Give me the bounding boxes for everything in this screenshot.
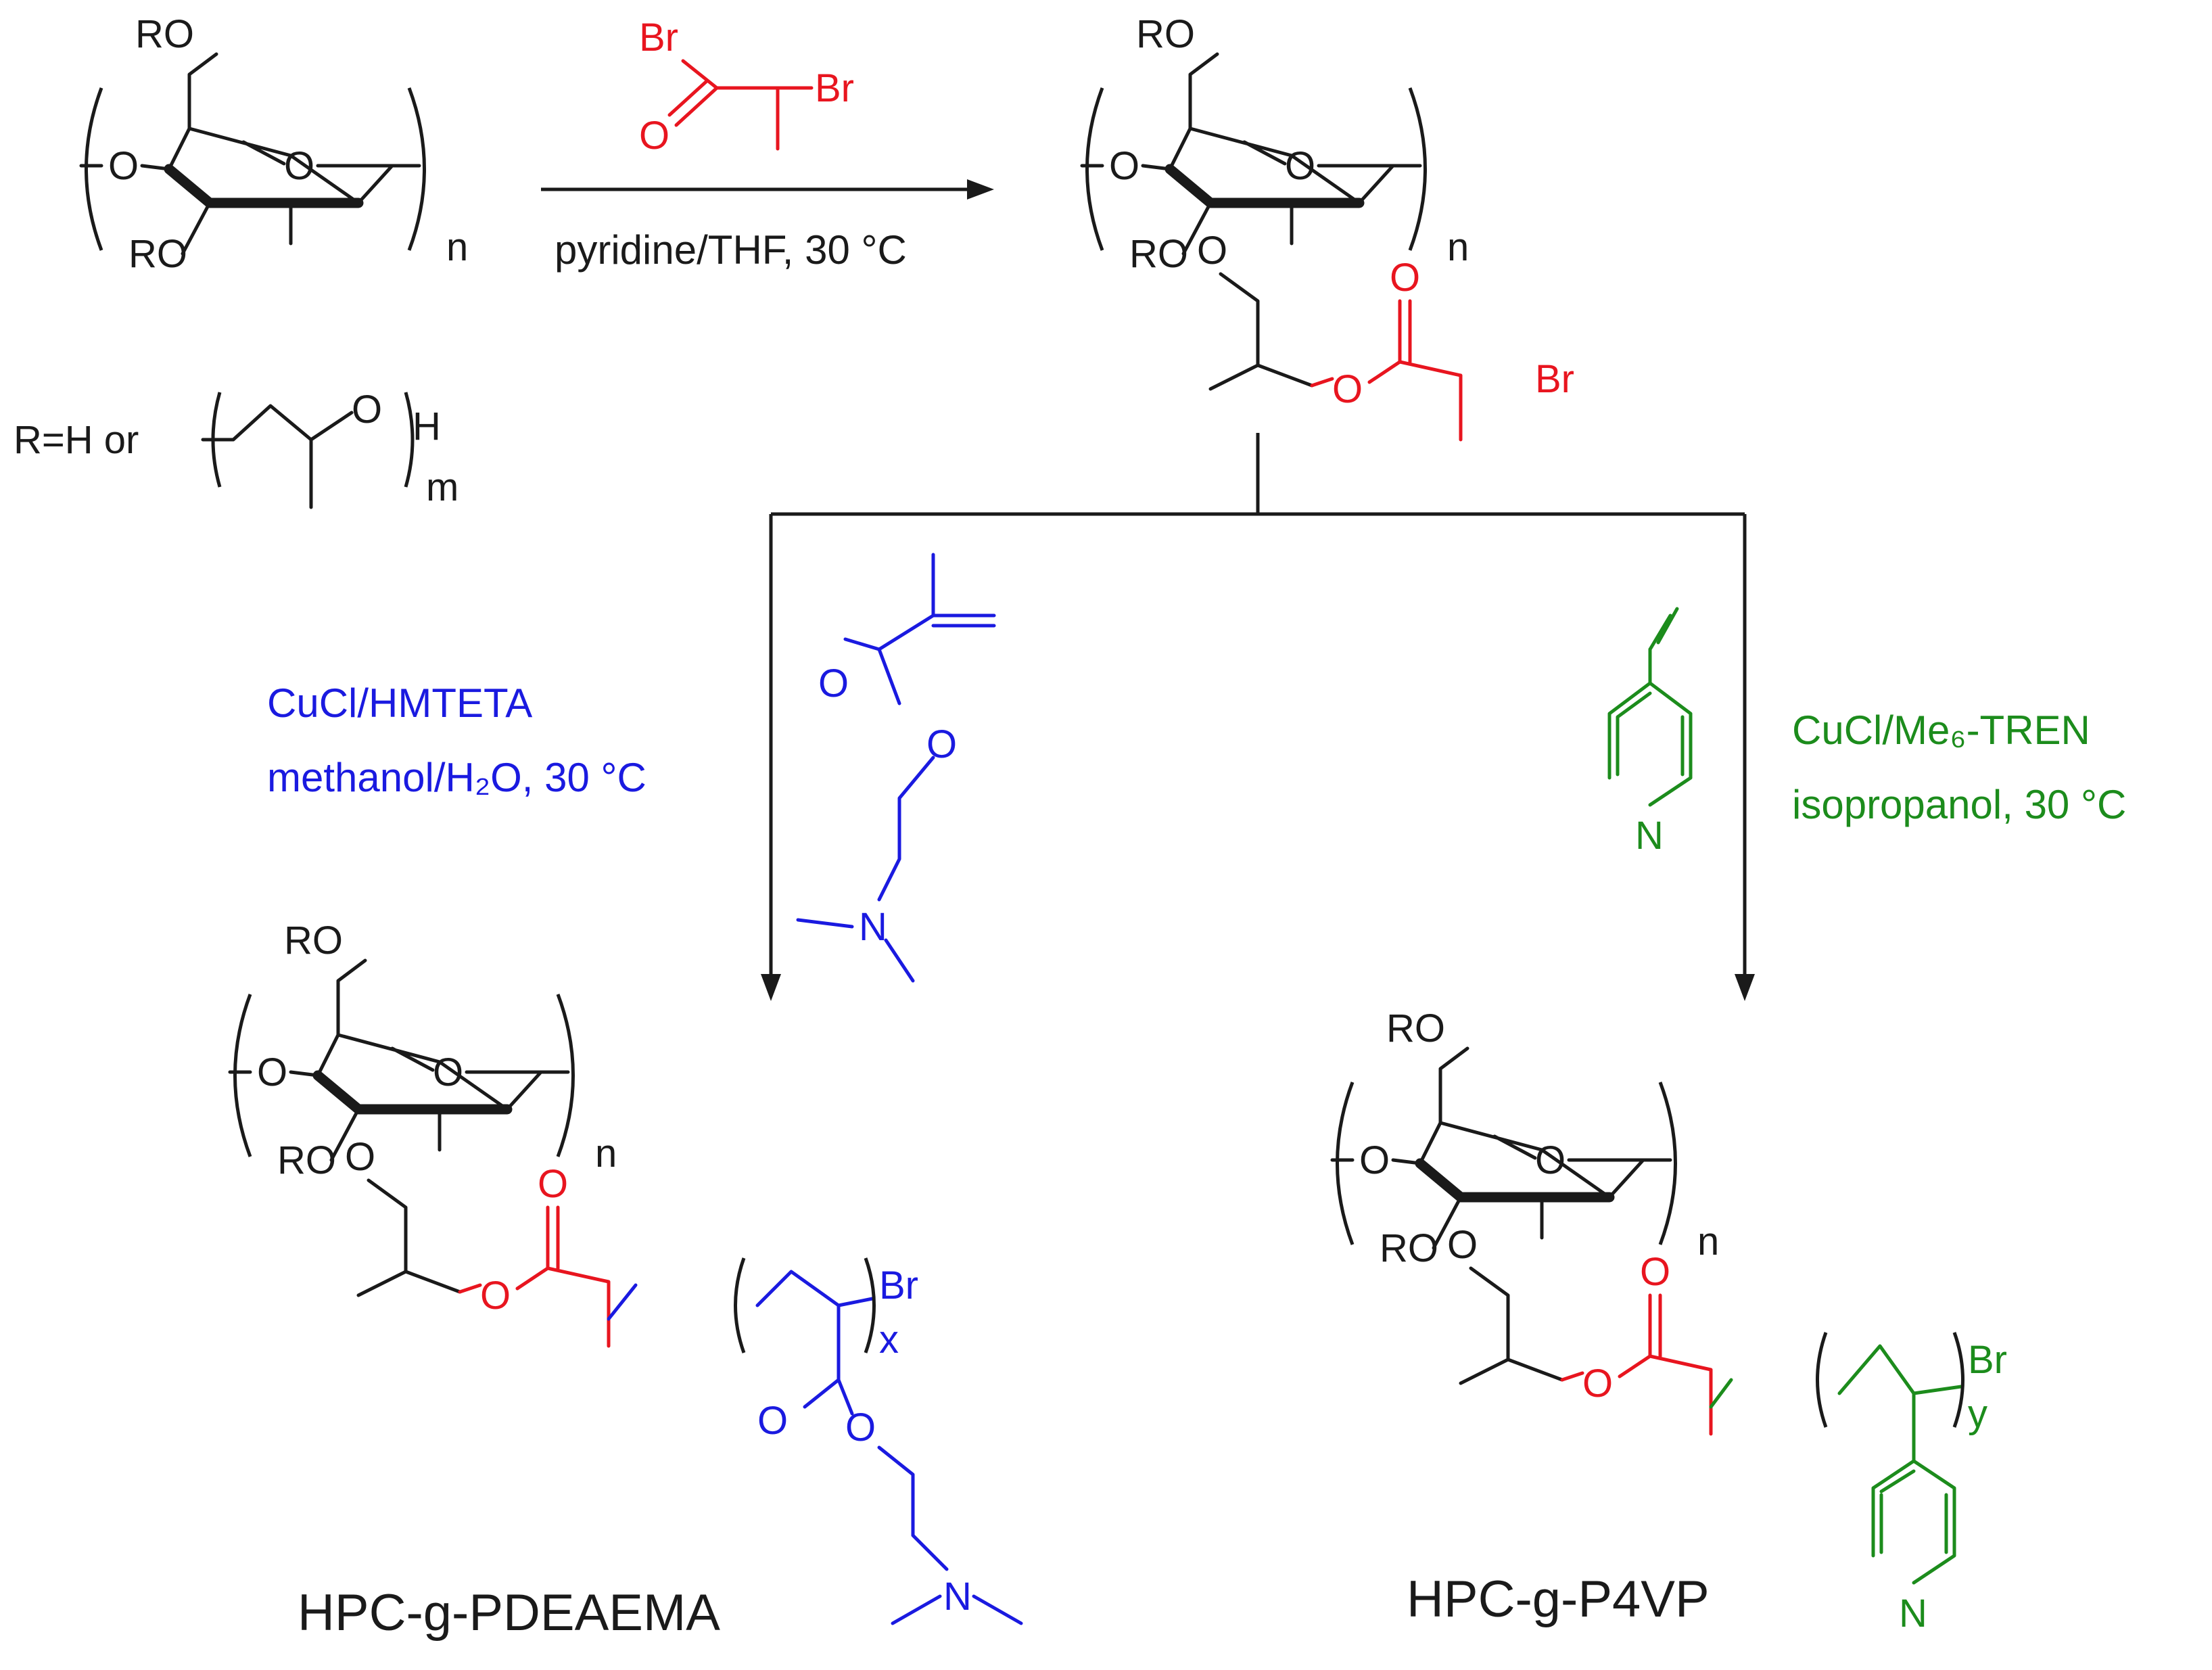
atom-h: H [413, 404, 441, 448]
atom-o: O [757, 1399, 788, 1443]
atom-n: N [1899, 1592, 1927, 1636]
atom-br: Br [1968, 1338, 2007, 1382]
r-group-definition: R=H or O H m [14, 388, 458, 509]
r-definition-label: R=H or [14, 418, 139, 462]
atom-n: N [859, 905, 887, 949]
green-solvent: isopropanol, 30 °C [1792, 782, 2126, 827]
product-hpc-g-pdeaema: Br x O O N HPC-g-PDEAEMA [230, 919, 1023, 1642]
subscript-m: m [426, 465, 458, 509]
green-conditions: CuCl/Me₆-TREN isopropanol, 30 °C [1792, 708, 2126, 827]
atom-n: N [1635, 814, 1664, 858]
atom-n: N [943, 1575, 972, 1619]
blue-catalyst: CuCl/HMTETA [267, 680, 532, 726]
atom-br: Br [879, 1263, 918, 1307]
atom-br: Br [639, 16, 678, 60]
atom-o: O [639, 114, 669, 158]
monomer-dmaema: O O N [796, 553, 996, 983]
product-name-right: HPC-g-P4VP [1407, 1571, 1710, 1628]
monomer-4vp: N [1607, 607, 1693, 858]
atom-o: O [352, 388, 382, 432]
step1-conditions: pyridine/THF, 30 °C [555, 227, 907, 273]
step1-arrow: pyridine/THF, 30 °C [541, 179, 994, 273]
subscript-y: y [1968, 1392, 1987, 1436]
product-hpc-g-p4vp: Br y N HPC-g-P4VP [1332, 1006, 2007, 1636]
blue-conditions: CuCl/HMTETA methanol/H₂O, 30 °C [267, 680, 646, 800]
atom-br: Br [1535, 357, 1574, 401]
reactant-hpc [81, 12, 468, 276]
product-name-left: HPC-g-PDEAEMA [298, 1584, 720, 1642]
reagent-bromoisobutyryl-bromide: Br O Br [639, 16, 854, 158]
atom-o: O [818, 662, 849, 705]
branch-arrows [761, 433, 1755, 1001]
atom-br: Br [815, 66, 854, 110]
blue-solvent: methanol/H₂O, 30 °C [267, 755, 646, 800]
subscript-x: x [879, 1318, 899, 1362]
atom-o: O [845, 1406, 876, 1449]
macroinitiator-hpc-br: Br [1082, 12, 1574, 440]
green-catalyst: CuCl/Me₆-TREN [1792, 708, 2090, 753]
